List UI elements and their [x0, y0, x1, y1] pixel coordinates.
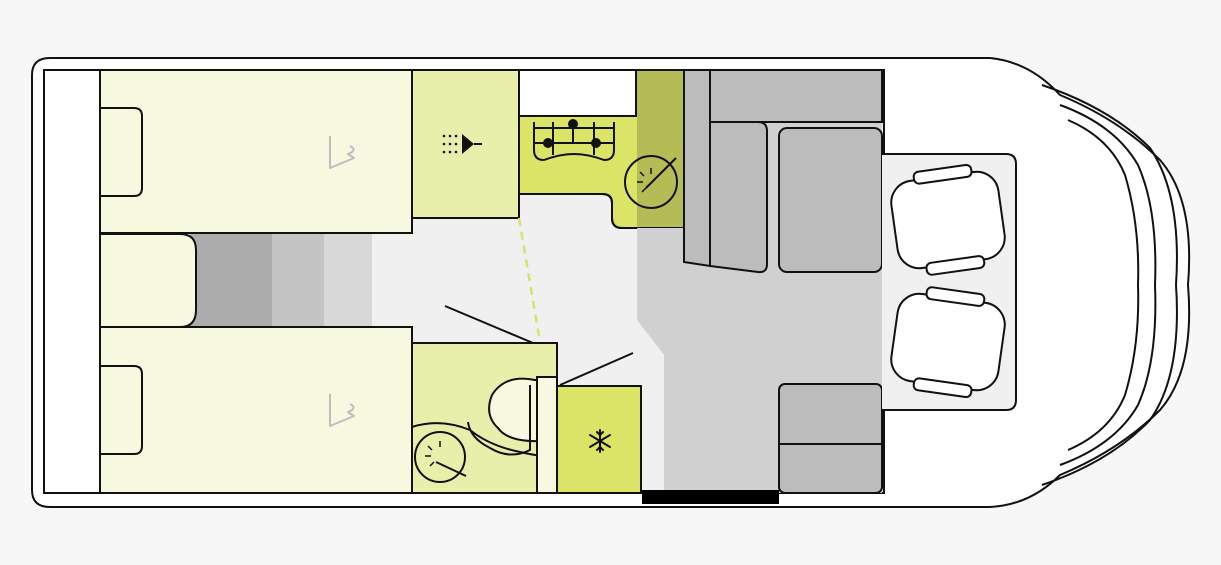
- bench-side-top: [683, 69, 711, 268]
- sink-icon: [414, 431, 467, 483]
- bench-seat-top: [709, 121, 768, 274]
- rear-wall-strip: [43, 69, 101, 494]
- gas-hob-icon: [533, 119, 615, 162]
- bed-step-platform: [99, 233, 197, 328]
- bathroom-wall: [536, 376, 558, 494]
- bed-step-mid: [272, 234, 324, 327]
- bench-backrest-top: [709, 69, 883, 123]
- bed-step-dark: [190, 234, 272, 327]
- bathroom-door-swing: [444, 305, 534, 344]
- pillow-bottom: [100, 365, 143, 455]
- windscreen-outer: [1041, 84, 1178, 486]
- shower-icon: [442, 134, 482, 154]
- kitchen-column: [637, 70, 684, 228]
- dinette-table: [778, 127, 883, 273]
- bathroom-vanity: [411, 422, 546, 457]
- windscreen-inner: [1059, 104, 1157, 466]
- bathroom-door-right: [559, 352, 634, 386]
- snowflake-icon: [589, 429, 611, 453]
- bed-top: [99, 69, 413, 234]
- kitchen-counter-outline: [518, 69, 685, 229]
- entry-door: [642, 490, 779, 504]
- cab-seat-icon: [890, 163, 1006, 276]
- kitchen-window: [518, 69, 637, 117]
- bed-step-light: [324, 234, 372, 327]
- bench-seat-bottom: [778, 383, 883, 494]
- cab-seat-icon: [890, 286, 1006, 399]
- bed-bottom: [99, 326, 413, 494]
- pillow-top: [100, 107, 143, 197]
- sink-icon: [624, 155, 678, 209]
- hanger-icon: [329, 394, 355, 427]
- hanger-icon: [329, 136, 355, 169]
- windscreen-glass: [1067, 119, 1140, 451]
- shower-door-swing: [517, 217, 542, 343]
